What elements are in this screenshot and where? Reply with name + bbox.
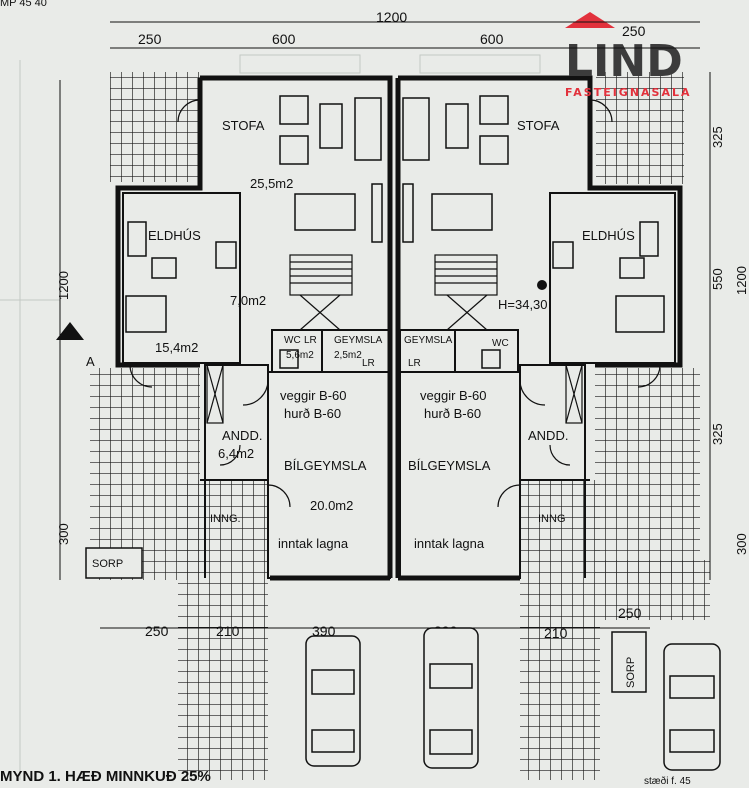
room-stofa-left: STOFA	[222, 118, 265, 133]
dim-top-mid-right: 600	[480, 31, 504, 47]
column-bracing	[206, 364, 583, 424]
dim-overall-top: 1200	[376, 9, 407, 25]
paving-grid	[90, 72, 710, 780]
room-geymsla-left: GEYMSLA	[334, 335, 383, 346]
left-dimensions: 1200 300 A	[56, 271, 95, 545]
door-swings	[129, 99, 661, 508]
sorp-label-left: SORP	[92, 558, 123, 570]
walls-note-left: veggir B-60	[280, 388, 346, 403]
dim-top-left: 250	[138, 31, 162, 47]
inner-walls	[122, 192, 676, 579]
dim-bottom-6: 250	[618, 605, 642, 621]
dim-bottom-3: 390	[312, 623, 336, 639]
header-clipped-label: MP 45 40	[0, 0, 47, 9]
dim-bottom-2: 210	[216, 623, 240, 639]
dim-bottom-1: 250	[145, 623, 169, 639]
lind-logo: LIND FASTEIGNASALA	[565, 12, 692, 99]
height-note-right: H=34,30	[498, 297, 548, 312]
parking-note: stæði f. 45	[644, 775, 691, 787]
dim-right-total: 1200	[734, 266, 749, 295]
dim-right-lower-a: 325	[710, 423, 725, 445]
inntak-left: inntak lagna	[278, 536, 349, 551]
room-andd-left: ANDD.	[222, 428, 262, 443]
room-eldhus-left-area: 15,4m2	[155, 340, 198, 355]
room-hall-left-area: 7,0m2	[230, 293, 266, 308]
room-bilgeymsla-right: BÍLGEYMSLA	[408, 458, 491, 473]
room-geymsla-left-area: 2,5m2	[334, 350, 362, 361]
room-wc-right: WC	[492, 338, 509, 349]
room-andd-right: ANDD.	[528, 428, 568, 443]
room-wc-left-lr: LR	[304, 335, 317, 346]
right-dimensions: 325 550 325 300 1200	[710, 126, 749, 555]
dimension-lines	[59, 21, 711, 629]
dim-right-middle: 550	[710, 268, 725, 290]
dim-left-lower: 300	[56, 523, 71, 545]
furniture-left	[125, 95, 383, 369]
room-wc-left-area: 5,6m2	[286, 350, 314, 361]
room-eldhus-left: ELDHÚS	[148, 228, 201, 243]
room-geymsla-right-lr: LR	[408, 358, 421, 369]
background-faint-lines	[0, 54, 541, 780]
room-stofa-left-area: 25,5m2	[250, 176, 293, 191]
walls-note-right: veggir B-60	[420, 388, 486, 403]
door-note-left: hurð B-60	[284, 406, 341, 421]
inng-right: INNG	[538, 513, 566, 525]
inntak-right: inntak lagna	[414, 536, 485, 551]
door-note-right: hurð B-60	[424, 406, 481, 421]
dim-top-mid-left: 600	[272, 31, 296, 47]
room-geymsla-left-lr: LR	[362, 358, 375, 369]
stairs	[289, 254, 498, 331]
logo-roof-icon	[565, 12, 615, 28]
furniture-right	[402, 95, 665, 369]
inng-left: INNG.	[210, 513, 241, 525]
room-bilgeymsla-left: BÍLGEYMSLA	[284, 458, 367, 473]
room-stofa-right: STOFA	[517, 118, 560, 133]
parked-cars	[305, 627, 721, 771]
plan-caption: MYND 1. HÆÐ MINNKUÐ 25%	[0, 768, 211, 785]
room-andd-left-area: 6,4m2	[218, 446, 254, 461]
logo-brand: LIND	[565, 36, 683, 87]
dim-left-total: 1200	[56, 271, 71, 300]
logo-subtitle: FASTEIGNASALA	[565, 86, 692, 99]
room-geymsla-right: GEYMSLA	[404, 335, 453, 346]
room-wc-left: WC	[284, 335, 301, 346]
section-marker-label: A	[86, 354, 95, 369]
dim-right-lower-b: 300	[734, 533, 749, 555]
dim-bottom-5: 210	[544, 625, 568, 641]
sorp-bin-right	[611, 631, 647, 693]
level-marker-icon	[537, 280, 547, 290]
dim-right-upper: 325	[710, 126, 725, 148]
room-eldhus-right: ELDHÚS	[582, 228, 635, 243]
room-bilgeymsla-left-area: 20.0m2	[310, 498, 353, 513]
section-marker-icon	[56, 322, 84, 340]
dim-top-right: 250	[622, 23, 646, 39]
sorp-label-right: SORP	[625, 657, 637, 688]
sorp-bin-left	[85, 547, 143, 579]
